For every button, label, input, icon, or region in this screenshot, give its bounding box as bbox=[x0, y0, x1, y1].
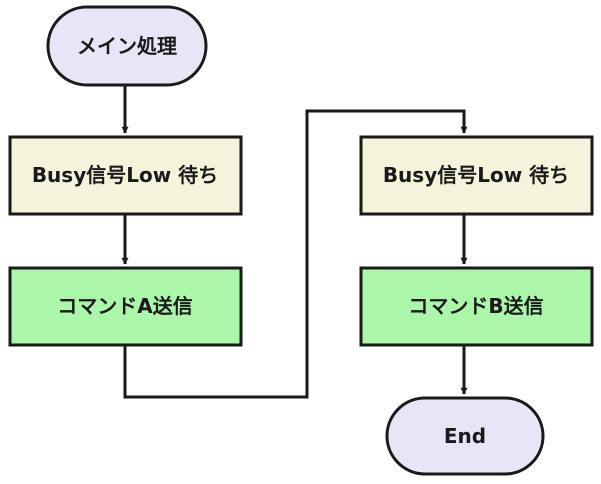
send-command-a-label: コマンドA送信 bbox=[57, 294, 192, 318]
connector-send-a-to-wait-low-2 bbox=[123, 109, 468, 399]
send-command-b-node: コマンドB送信 bbox=[359, 266, 594, 347]
end-node: End bbox=[385, 396, 545, 476]
start-node: メイン処理 bbox=[46, 5, 208, 87]
send-command-b-label: コマンドB送信 bbox=[408, 294, 543, 318]
end-node-label: End bbox=[444, 424, 486, 448]
wait-busy-low-node-1: Busy信号Low 待ち bbox=[8, 135, 243, 216]
wait-busy-low-label-1: Busy信号Low 待ち bbox=[32, 163, 218, 187]
wait-busy-low-label-2: Busy信号Low 待ち bbox=[383, 163, 569, 187]
send-command-a-node: コマンドA送信 bbox=[8, 266, 243, 347]
start-node-label: メイン処理 bbox=[77, 34, 177, 58]
wait-busy-low-node-2: Busy信号Low 待ち bbox=[359, 135, 594, 216]
